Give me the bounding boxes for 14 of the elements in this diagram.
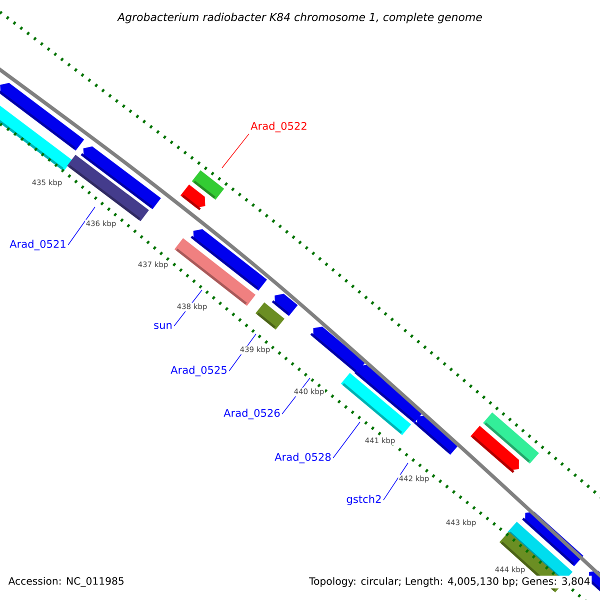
gene-label: Arad_0522	[250, 122, 306, 132]
accession-text: Accession: NC_011985	[8, 576, 124, 588]
gene-label: Arad_0528	[274, 452, 331, 464]
title: Agrobacterium radiobacter K84 chromosome 1, complete genome	[116, 11, 484, 25]
gene-label: Arad_0521	[10, 240, 66, 250]
gene-label: Arad_0525	[170, 366, 226, 376]
gene-label: gstch2	[346, 494, 381, 506]
genome-info-text: Topology: circular; Length: 4,005,130 bp; Genes: 3,804	[308, 576, 592, 588]
leader-line	[222, 134, 250, 168]
gene-label: Arad_0526	[224, 408, 280, 420]
gene-label: sun	[154, 322, 172, 330]
leader-line	[383, 462, 408, 500]
leader-line	[68, 206, 96, 246]
leader-line	[332, 422, 360, 458]
